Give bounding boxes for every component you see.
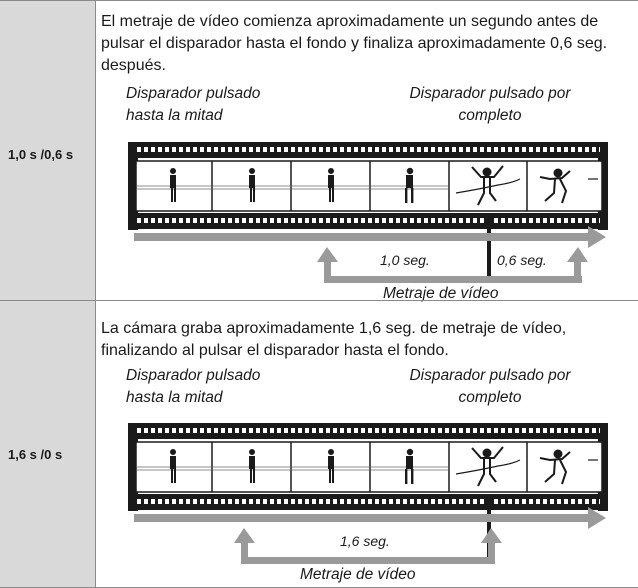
runner-icon [328,168,334,202]
runner-icon [249,449,255,483]
caption-full-press-line-2: completo [458,107,522,124]
video-footage-label: Metraje de vídeo [383,285,499,302]
finish-line-runner-icon [455,446,521,487]
option-description: El metraje de vídeo comienza aproximadam… [101,13,608,74]
option-label-cell: 1,0 s /0,6 s [0,1,96,301]
filmstrip-icon [128,423,608,511]
arrow-up-icon [234,528,502,564]
caption-half-press-line-1: Disparador pulsado [126,85,261,102]
finish-line-runner-icon [455,165,521,206]
video-footage-label: Metraje de vídeo [300,566,416,583]
caption-half-press-line-1: Disparador pulsado [126,367,261,384]
timeline-diagram [128,423,608,564]
duration-after: 0,6 seg. [497,252,547,268]
arrow-right-icon [134,507,606,529]
filmstrip-icon [128,142,608,230]
option-label-cell: 1,6 s /0 s [0,301,96,587]
timeline-diagram [128,142,608,283]
runner-icon [249,168,255,202]
finish-line-runner-icon [539,449,598,485]
finish-line-runner-icon [539,168,598,204]
option-description: La cámara graba aproximadamente 1,6 seg.… [101,320,567,359]
arrow-right-icon [134,226,606,248]
caption-full-press-line-1: Disparador pulsado por [409,367,571,384]
table-row-1-6-0: 1,6 s /0 s La cámara graba aproximadamen… [0,300,638,588]
caption-full-press: Disparador pulsado por completo [390,83,590,127]
caption-half-press-line-2: hasta la mitad [126,107,223,124]
runner-icon [170,449,176,483]
runner-icon [328,449,334,483]
duration-total: 1,6 seg. [340,533,390,549]
table-row-1-0-0-6: 1,0 s /0,6 s El metraje de vídeo comienz… [0,0,638,302]
runner-icon [405,167,414,203]
option-label: 1,6 s /0 s [8,447,63,462]
runner-icon [405,448,414,484]
caption-half-press-line-2: hasta la mitad [126,389,223,406]
caption-half-press: Disparador pulsado hasta la mitad [126,365,260,409]
caption-half-press: Disparador pulsado hasta la mitad [126,83,260,127]
caption-full-press-line-2: completo [458,389,522,406]
arrow-up-icon [317,247,588,283]
caption-full-press: Disparador pulsado por completo [390,365,590,409]
duration-before: 1,0 seg. [380,252,430,268]
runner-icon [170,168,176,202]
option-label: 1,0 s /0,6 s [8,147,74,162]
caption-full-press-line-1: Disparador pulsado por [409,85,571,102]
